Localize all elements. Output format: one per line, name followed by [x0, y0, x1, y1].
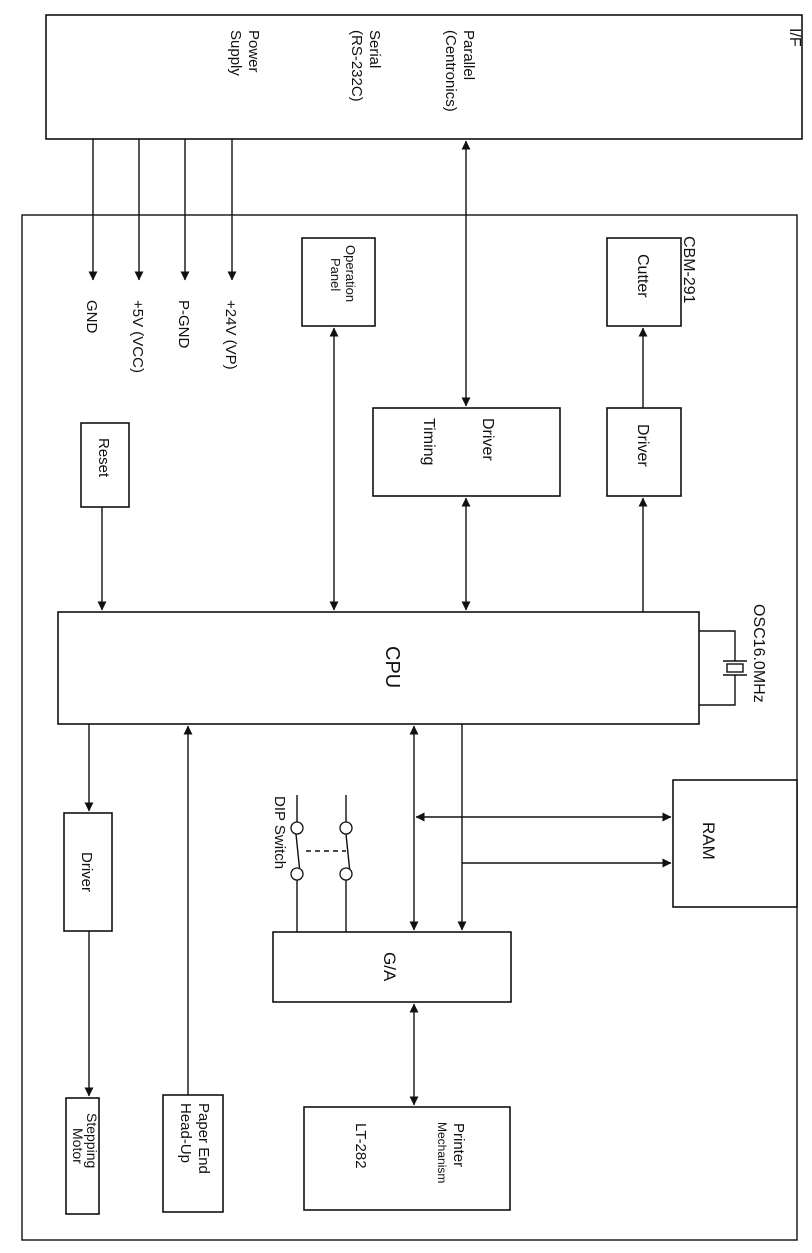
parallel-label-line2: (Centronics) — [442, 30, 459, 112]
printer-mechanism-box — [303, 1106, 511, 1211]
oscillator: OSC16.0MHz — [699, 604, 767, 706]
motor-driver-label: Driver — [78, 852, 95, 892]
printer-mechanism-label-line2: Mechanism — [435, 1122, 449, 1183]
osc-wire-top — [699, 630, 736, 661]
parallel-label-line1: Parallel — [460, 30, 477, 80]
motor-driver-box — [63, 812, 113, 932]
dip-contact-a2 — [290, 867, 304, 881]
rail-label-vp: +24V (VP) — [222, 300, 239, 370]
interface-block: I/F Parallel (Centronics) Serial (RS-232… — [45, 14, 803, 140]
dip-contact-b1 — [339, 821, 353, 835]
stepping-motor-label-line1: Stepping — [84, 1113, 100, 1168]
operation-panel-box — [301, 237, 376, 327]
power-rails: GND +5V (VCC) P-GND +24V (VP) — [83, 139, 239, 373]
dip-switch-label: DIP Switch — [271, 796, 288, 869]
ram-box — [672, 779, 798, 908]
driver-timing-block: Driver Timing — [372, 407, 561, 497]
rail-label-pgnd: P-GND — [175, 300, 192, 349]
dip-contact-a1 — [290, 821, 304, 835]
printer-mechanism-block: Printer Mechanism LT-282 — [303, 1106, 511, 1211]
connections — [84, 140, 672, 1106]
oscillator-label: OSC16.0MHz — [750, 604, 767, 703]
cutter-block: Cutter — [606, 237, 682, 327]
printer-model-label: LT-282 — [352, 1123, 369, 1169]
dip-switch: DIP Switch — [271, 795, 353, 932]
reset-label: Reset — [95, 438, 112, 478]
dip-lever-b — [345, 833, 351, 874]
reset-block: Reset — [80, 422, 130, 508]
stepping-motor-box — [65, 1097, 100, 1215]
dip-lever-a — [295, 833, 301, 874]
operation-panel-label-line1: Operation — [343, 245, 358, 302]
dip-contact-b2 — [339, 867, 353, 881]
operation-panel-label-line2: Panel — [328, 258, 343, 291]
main-board-frame — [21, 214, 798, 1241]
cutter-label: Cutter — [634, 254, 651, 298]
paper-sensor-block: Paper End Head-Up — [162, 1094, 224, 1213]
ram-block: RAM — [672, 779, 798, 908]
gate-array-box — [272, 931, 512, 1003]
ram-label: RAM — [699, 822, 718, 860]
driver-timing-label-line2: Timing — [420, 418, 437, 465]
osc-wire-bottom — [699, 675, 736, 706]
board-label: CBM-291 — [680, 236, 697, 304]
cutter-driver-label: Driver — [634, 424, 651, 467]
motor-driver-block: Driver — [63, 812, 113, 932]
cpu-label: CPU — [381, 646, 403, 688]
rail-label-vcc: +5V (VCC) — [129, 300, 146, 373]
cutter-driver-box — [606, 407, 682, 497]
power-supply-label-line1: Power — [245, 30, 262, 73]
cutter-box — [606, 237, 682, 327]
cpu-block: CPU — [57, 611, 700, 725]
paper-sensor-label-line2: Head-Up — [177, 1103, 194, 1163]
paper-sensor-label-line1: Paper End — [195, 1103, 212, 1174]
stepping-motor-label-line2: Motor — [70, 1128, 86, 1164]
crystal-icon — [726, 663, 744, 673]
printer-mechanism-label-line1: Printer — [450, 1123, 467, 1167]
gate-array-block: G/A — [272, 931, 512, 1003]
rail-label-gnd: GND — [83, 300, 100, 334]
stepping-motor-block: Stepping Motor — [65, 1097, 100, 1215]
driver-timing-label-line1: Driver — [479, 418, 496, 461]
paper-sensor-box — [162, 1094, 224, 1213]
power-supply-label-line2: Supply — [227, 30, 244, 76]
cpu-box — [57, 611, 700, 725]
serial-label-line2: (RS-232C) — [348, 30, 365, 102]
reset-box — [80, 422, 130, 508]
driver-timing-box — [372, 407, 561, 497]
interface-box — [45, 14, 803, 140]
operation-panel-block: Operation Panel — [301, 237, 376, 327]
serial-label-line1: Serial — [366, 30, 383, 68]
interface-title: I/F — [786, 28, 803, 47]
cutter-driver-block: Driver — [606, 407, 682, 497]
gate-array-label: G/A — [380, 952, 399, 982]
